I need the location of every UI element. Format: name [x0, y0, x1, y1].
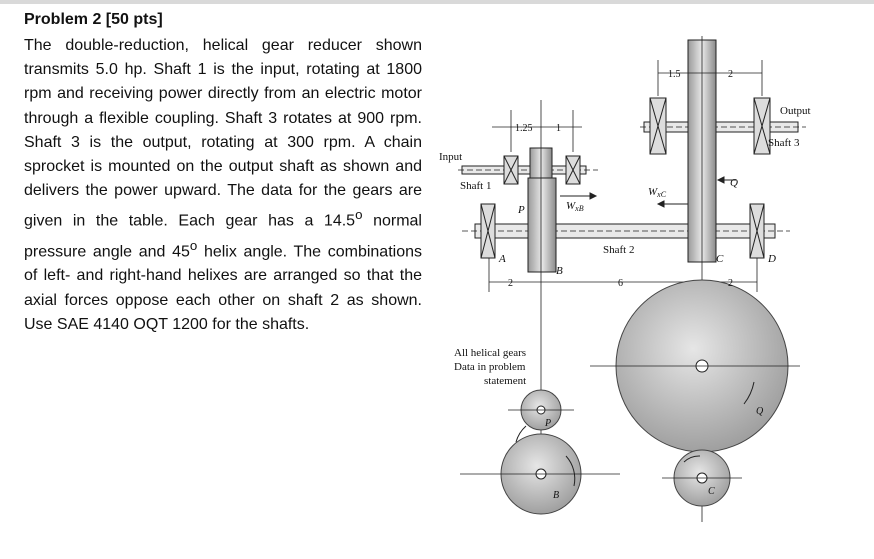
label-output: Output — [780, 105, 811, 117]
label-gear-p-end: P — [544, 418, 551, 429]
label-input: Input — [439, 151, 462, 163]
dimension-label: 1 — [556, 123, 561, 134]
note-line: Data in problem — [454, 361, 526, 373]
label-gear-b-end: B — [553, 490, 559, 501]
note-line: statement — [484, 375, 526, 387]
gear-b — [527, 177, 557, 273]
label-gear-q: Q — [730, 177, 738, 189]
force-arrows — [560, 176, 736, 208]
label-shaft-3: Shaft 3 — [768, 137, 800, 149]
note-line: All helical gears — [454, 347, 526, 359]
statement-run: normal pressure angle and 45 — [24, 212, 422, 261]
label-axial-force-c: WxC — [648, 186, 667, 199]
lower-gear-views — [460, 279, 800, 515]
label-gear-c-end: C — [708, 486, 715, 497]
dimension-label: 2 — [728, 278, 733, 289]
problem-statement: The double-reduction, helical gear reduc… — [24, 34, 422, 337]
shaft-2-assembly — [462, 177, 790, 273]
gear-reducer-figure: Input Shaft 1 Shaft 2 Shaft 3 Output P Q… — [439, 36, 811, 522]
dimension-label: 6 — [618, 278, 623, 289]
problem-title: Problem 2 [50 pts] — [24, 11, 163, 28]
label-bearing-d: D — [767, 253, 776, 265]
dimension-label: 2 — [508, 278, 513, 289]
top-border — [0, 0, 874, 4]
label-axial-force-b: WxB — [566, 200, 584, 213]
degree-superscript: o — [189, 237, 198, 253]
problem-text-block: Problem 2 [50 pts] The double-reduction,… — [24, 4, 422, 337]
label-bearing-a: A — [498, 253, 506, 265]
dimension-label: 1.25 — [515, 123, 533, 134]
label-gear-q-end: Q — [756, 406, 764, 417]
dimension-label: 2 — [728, 69, 733, 80]
statement-run: helix angle. The combinations of left- a… — [24, 243, 422, 333]
dimension-label: 1.5 — [668, 69, 681, 80]
label-gear-c: C — [716, 253, 724, 265]
label-shaft-1: Shaft 1 — [460, 180, 491, 192]
label-gear-p: P — [517, 204, 525, 216]
label-gear-b: B — [556, 265, 563, 277]
statement-run: The double-reduction, helical gear reduc… — [24, 37, 422, 230]
label-shaft-2: Shaft 2 — [603, 244, 634, 256]
degree-superscript: o — [355, 207, 363, 223]
